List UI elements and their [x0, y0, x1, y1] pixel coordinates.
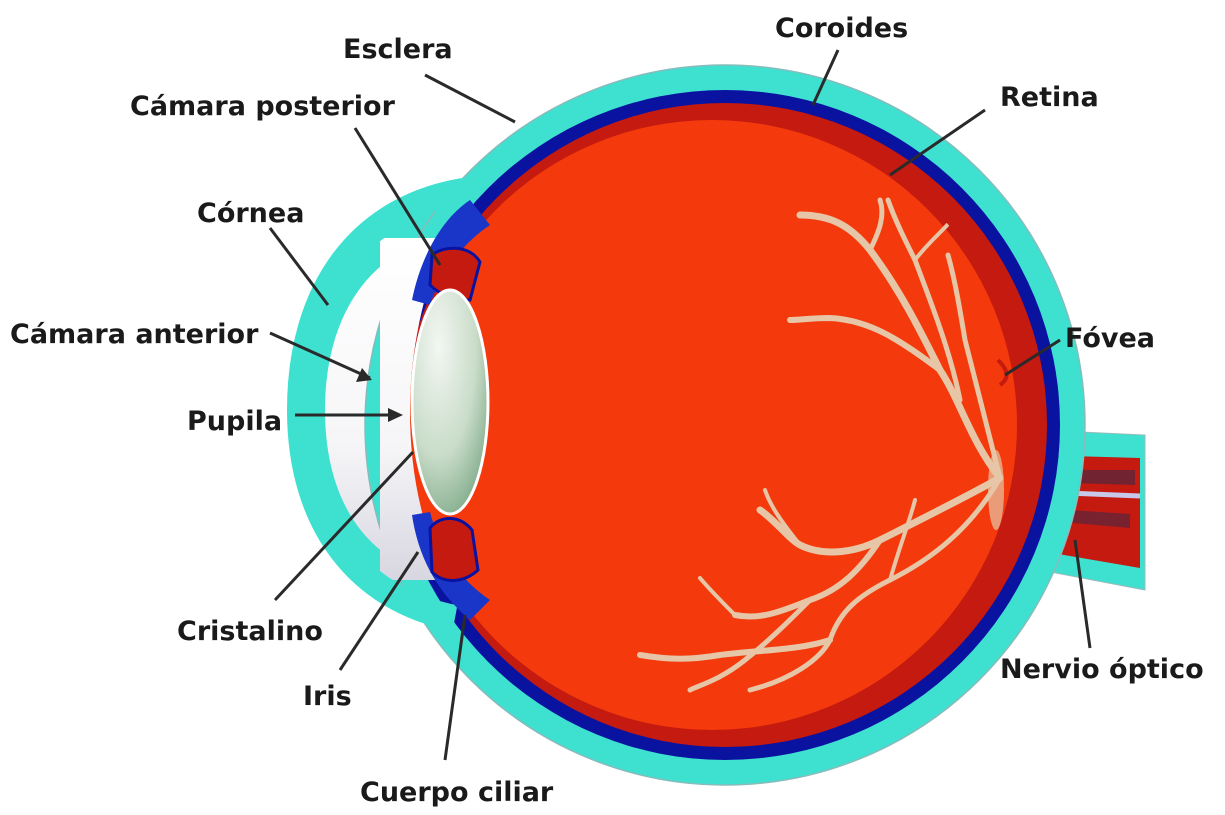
label-coroides: Coroides: [775, 13, 908, 44]
label-iris: Iris: [303, 681, 352, 712]
label-pupila: Pupila: [187, 406, 282, 437]
label-esclera: Esclera: [343, 34, 453, 65]
label-camara-anterior: Cámara anterior: [10, 319, 259, 350]
label-cristalino: Cristalino: [177, 616, 323, 647]
label-cuerpo-ciliar: Cuerpo ciliar: [360, 777, 554, 808]
vitreous-body: [407, 120, 1017, 730]
label-camara-posterior: Cámara posterior: [130, 91, 396, 122]
leader-esclera: [425, 75, 515, 122]
label-nervio-optico: Nervio óptico: [1000, 654, 1204, 685]
optic-disc: [988, 450, 1004, 530]
leader-cornea: [270, 228, 328, 305]
label-retina: Retina: [1000, 82, 1099, 113]
lens: [412, 290, 488, 514]
label-fovea: Fóvea: [1065, 323, 1155, 354]
ciliary-body-lower: [430, 518, 478, 580]
label-cornea: Córnea: [197, 198, 304, 229]
